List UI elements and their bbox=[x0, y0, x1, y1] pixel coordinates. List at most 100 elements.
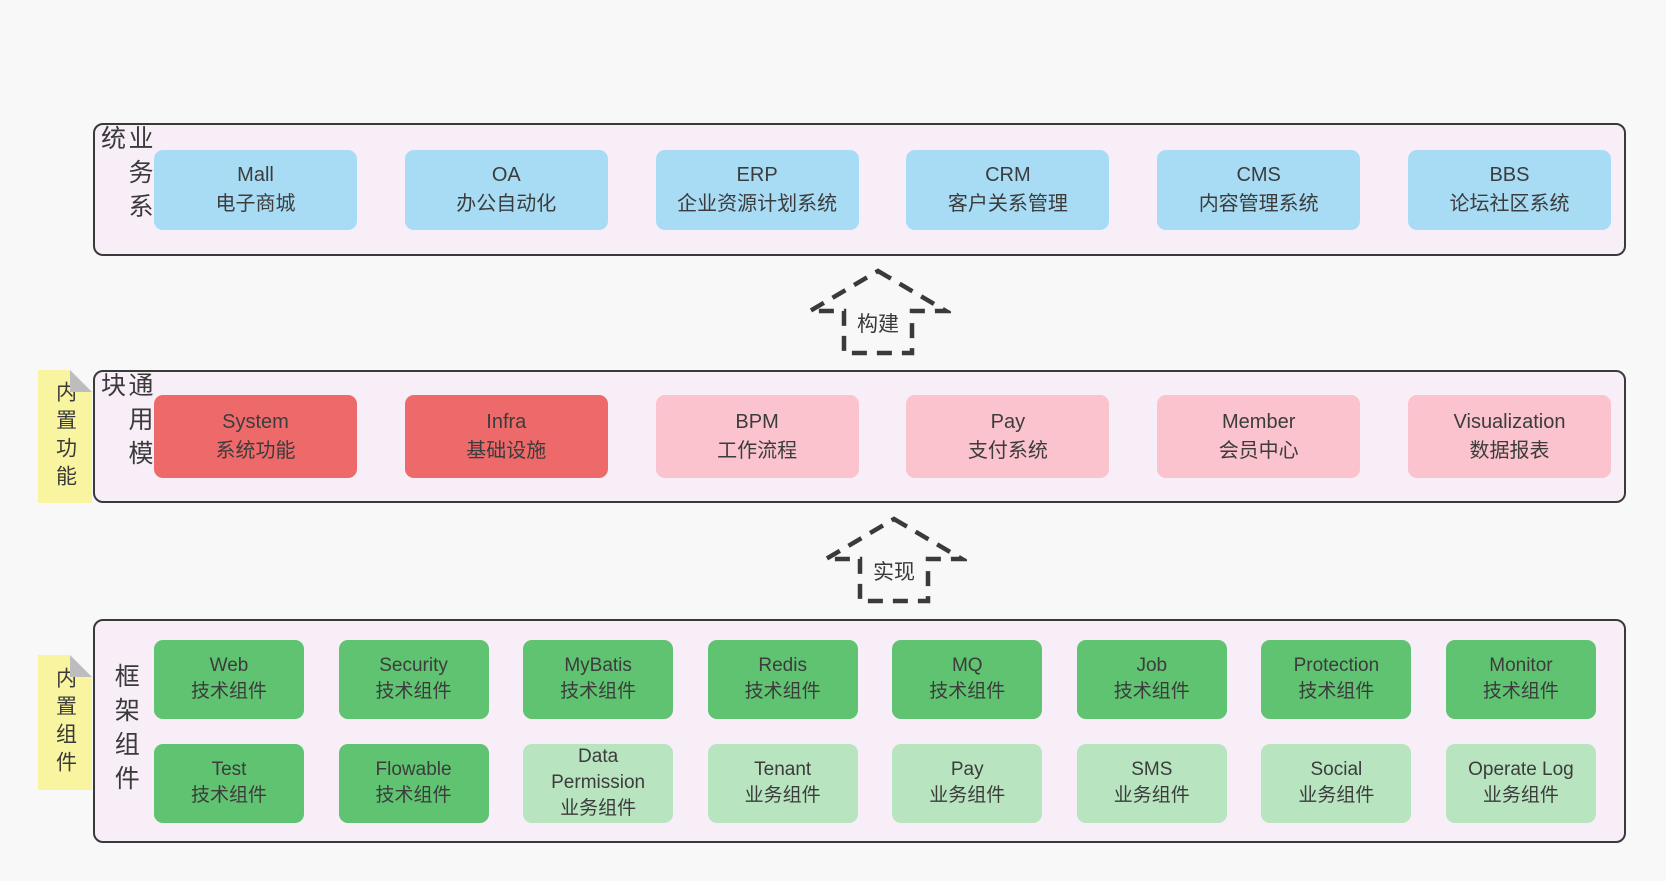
component-box-tenant: Tenant 业务组件 bbox=[707, 743, 858, 823]
module-name: MQ bbox=[951, 655, 983, 676]
component-box-protection: Protection 技术组件 bbox=[1261, 639, 1412, 719]
arrow-implement-label: 实现 bbox=[869, 555, 919, 587]
module-box-oa: OA 办公自动化 bbox=[404, 149, 608, 230]
module-name: Tenant bbox=[754, 759, 812, 780]
sticky-note-builtin-components: 内置组件 bbox=[38, 655, 92, 790]
band-business-systems: 业务系统 Mall 电子商城 OA 办公自动化 ERP 企业资源计划系统 CRM… bbox=[93, 123, 1626, 256]
module-name: Pay bbox=[950, 759, 984, 780]
module-name: Social bbox=[1310, 759, 1363, 780]
module-desc: 企业资源计划系统 bbox=[677, 192, 838, 215]
module-desc: 技术组件 bbox=[1113, 681, 1190, 702]
module-name: OA bbox=[491, 163, 521, 186]
band-content: Web 技术组件 Security 技术组件 MyBatis 技术组件 Redi… bbox=[154, 621, 1624, 841]
module-box-system: System 系统功能 bbox=[154, 395, 357, 478]
sticky-note-text: 内置组件 bbox=[53, 666, 77, 779]
module-desc: 业务组件 bbox=[1482, 785, 1559, 806]
module-desc: 系统功能 bbox=[215, 439, 296, 462]
module-name: MyBatis bbox=[564, 655, 632, 676]
module-name: ERP bbox=[736, 163, 778, 186]
module-name: Data Permission bbox=[551, 746, 646, 793]
folded-corner-icon bbox=[70, 655, 92, 677]
module-desc: 业务组件 bbox=[744, 785, 821, 806]
module-desc: 技术组件 bbox=[190, 681, 267, 702]
band-framework-components: 框架组件 Web 技术组件 Security 技术组件 MyBatis 技术组件… bbox=[93, 619, 1626, 843]
component-box-social: Social 业务组件 bbox=[1261, 743, 1412, 823]
component-box-flowable: Flowable 技术组件 bbox=[338, 743, 489, 823]
component-box-mybatis: MyBatis 技术组件 bbox=[523, 639, 674, 719]
module-name: CRM bbox=[985, 163, 1031, 186]
module-name: CMS bbox=[1236, 163, 1281, 186]
component-box-data-permission: Data Permission 业务组件 bbox=[523, 743, 674, 823]
module-box-bbs: BBS 论坛社区系统 bbox=[1407, 149, 1611, 230]
band-side-label: 通用模块 bbox=[97, 372, 154, 474]
module-name: System bbox=[222, 410, 289, 433]
component-box-test: Test 技术组件 bbox=[154, 743, 304, 823]
component-box-web: Web 技术组件 bbox=[154, 639, 304, 719]
component-box-monitor: Monitor 技术组件 bbox=[1445, 639, 1596, 719]
sticky-note-text: 内置功能 bbox=[53, 380, 77, 493]
module-box-member: Member 会员中心 bbox=[1157, 395, 1361, 478]
module-desc: 业务组件 bbox=[929, 785, 1006, 806]
module-name: BPM bbox=[735, 410, 779, 433]
arrow-implement: 实现 bbox=[821, 515, 967, 605]
module-name: Pay bbox=[990, 410, 1026, 433]
module-desc: 电子商城 bbox=[215, 192, 296, 215]
band-label-column: 通用模块 bbox=[95, 372, 154, 501]
component-row-1: Web 技术组件 Security 技术组件 MyBatis 技术组件 Redi… bbox=[154, 639, 1596, 719]
band-content: Mall 电子商城 OA 办公自动化 ERP 企业资源计划系统 CRM 客户关系… bbox=[154, 125, 1624, 254]
module-desc: 论坛社区系统 bbox=[1449, 192, 1570, 215]
module-name: Test bbox=[211, 759, 247, 780]
component-box-job: Job 技术组件 bbox=[1076, 639, 1227, 719]
module-desc: 技术组件 bbox=[375, 785, 452, 806]
module-desc: 技术组件 bbox=[1298, 681, 1375, 702]
component-box-sms: SMS 业务组件 bbox=[1076, 743, 1227, 823]
module-desc: 会员中心 bbox=[1218, 439, 1299, 462]
component-box-security: Security 技术组件 bbox=[338, 639, 489, 719]
module-box-infra: Infra 基础设施 bbox=[404, 395, 608, 478]
module-name: SMS bbox=[1131, 759, 1173, 780]
component-box-pay: Pay 业务组件 bbox=[892, 743, 1043, 823]
band-label-column: 框架组件 bbox=[95, 621, 154, 841]
module-desc: 支付系统 bbox=[967, 439, 1048, 462]
module-box-pay: Pay 支付系统 bbox=[906, 395, 1110, 478]
module-box-crm: CRM 客户关系管理 bbox=[906, 149, 1110, 230]
component-box-operate-log: Operate Log 业务组件 bbox=[1445, 743, 1596, 823]
module-box-mall: Mall 电子商城 bbox=[154, 149, 357, 230]
module-box-bpm: BPM 工作流程 bbox=[655, 395, 859, 478]
module-box-erp: ERP 企业资源计划系统 bbox=[655, 149, 859, 230]
component-box-redis: Redis 技术组件 bbox=[707, 639, 858, 719]
arrow-build: 构建 bbox=[805, 267, 951, 357]
module-desc: 技术组件 bbox=[190, 785, 267, 806]
module-box-visualization: Visualization 数据报表 bbox=[1407, 395, 1611, 478]
band-label-column: 业务系统 bbox=[95, 125, 154, 254]
dashed-up-arrow-icon bbox=[805, 268, 951, 356]
module-name: Infra bbox=[486, 410, 527, 433]
module-desc: 内容管理系统 bbox=[1198, 192, 1319, 215]
module-name: Visualization bbox=[1453, 410, 1566, 433]
module-name: Security bbox=[379, 655, 448, 676]
sticky-note-builtin-features: 内置功能 bbox=[38, 370, 92, 503]
folded-corner-icon bbox=[70, 370, 92, 392]
component-row-2: Test 技术组件 Flowable 技术组件 Data Permission … bbox=[154, 743, 1596, 823]
module-desc: 技术组件 bbox=[1482, 681, 1559, 702]
module-name: Redis bbox=[758, 655, 807, 676]
band-content: System 系统功能 Infra 基础设施 BPM 工作流程 Pay 支付系统… bbox=[154, 372, 1624, 501]
band-side-label: 框架组件 bbox=[111, 663, 140, 799]
module-name: Mall bbox=[237, 163, 274, 186]
module-desc: 业务组件 bbox=[1113, 785, 1190, 806]
module-box-cms: CMS 内容管理系统 bbox=[1157, 149, 1361, 230]
module-desc: 工作流程 bbox=[717, 439, 798, 462]
band-common-modules: 通用模块 System 系统功能 Infra 基础设施 BPM 工作流程 Pay… bbox=[93, 370, 1626, 503]
module-name: Operate Log bbox=[1468, 759, 1574, 780]
module-desc: 办公自动化 bbox=[456, 192, 557, 215]
module-desc: 技术组件 bbox=[929, 681, 1006, 702]
module-name: Web bbox=[209, 655, 249, 676]
dashed-up-arrow-icon bbox=[821, 516, 967, 604]
module-name: Protection bbox=[1293, 655, 1380, 676]
module-desc: 技术组件 bbox=[744, 681, 821, 702]
module-name: BBS bbox=[1489, 163, 1530, 186]
module-desc: 业务组件 bbox=[560, 798, 637, 819]
arrow-build-label: 构建 bbox=[853, 307, 903, 339]
component-box-mq: MQ 技术组件 bbox=[892, 639, 1043, 719]
